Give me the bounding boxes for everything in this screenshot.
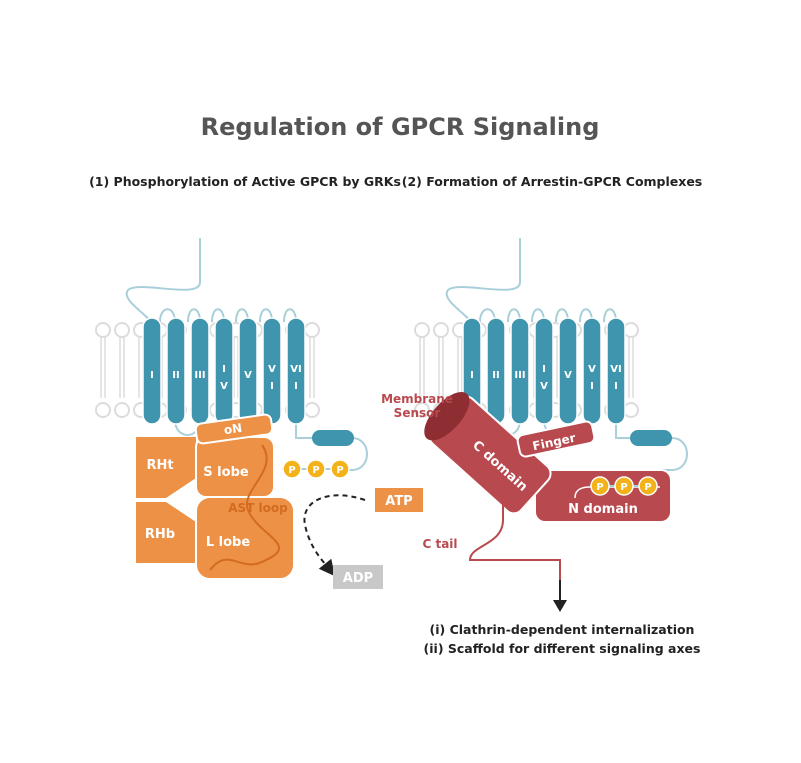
panel2-heading: (2) Formation of Arrestin-GPCR Complexes	[402, 174, 703, 189]
phosphate-3: P	[638, 476, 658, 496]
helix-label: II	[492, 370, 499, 381]
svg-text:P: P	[620, 482, 627, 493]
outcome-2: (ii) Scaffold for different signaling ax…	[424, 641, 701, 656]
lipid	[304, 322, 320, 418]
grk-kinase: RHt RHb oN S lobe L lobe AST loop	[136, 413, 295, 580]
helix-3: III	[190, 317, 210, 425]
membrane-sensor-label-line1: Membrane	[381, 392, 453, 406]
finger-loop	[516, 420, 596, 458]
helix-4: IV	[214, 317, 234, 425]
ast-loop	[209, 444, 281, 571]
rht-label: RHt	[146, 458, 173, 473]
c-tail-label: C tail	[422, 537, 457, 551]
helix-label: I	[222, 364, 226, 375]
helix-label: V	[588, 364, 596, 375]
helix-label: I	[590, 381, 594, 392]
rhb-domain	[136, 502, 196, 563]
helix-8	[630, 430, 672, 446]
arrestin: C domain Finger N domain Membrane Sensor…	[381, 392, 672, 580]
helix-label: I	[614, 381, 618, 392]
svg-text:P: P	[596, 482, 603, 493]
helix-label: V	[268, 364, 276, 375]
helix-1: I	[142, 317, 162, 425]
helix-label: V	[244, 370, 252, 381]
helix-label: V	[540, 381, 548, 392]
on-label: oN	[223, 421, 243, 437]
helix-7: VI I	[286, 317, 306, 425]
rhb-label: RHb	[145, 527, 175, 542]
svg-text:P: P	[312, 465, 319, 476]
svg-text:P: P	[644, 482, 651, 493]
helix-5: V	[238, 317, 258, 425]
l-lobe-label: L lobe	[206, 535, 251, 550]
helix-3: III	[510, 317, 530, 425]
helix-2: II	[486, 317, 506, 425]
phosphate-2: P	[306, 459, 326, 479]
helix-7: VI I	[606, 317, 626, 425]
svg-text:P: P	[336, 465, 343, 476]
helix-label: II	[172, 370, 179, 381]
diagram-title: Regulation of GPCR Signaling	[201, 113, 600, 141]
helix-6: VI	[582, 317, 602, 425]
helix-label: VI	[610, 364, 621, 375]
lipid	[114, 322, 130, 418]
helix-label: I	[470, 370, 474, 381]
helix-label: I	[542, 364, 546, 375]
n-domain-label: N domain	[568, 502, 638, 517]
outcome-arrow	[553, 580, 567, 612]
c-tail-line	[468, 498, 561, 580]
panel1-heading: (1) Phosphorylation of Active GPCR by GR…	[89, 174, 401, 189]
atp-box	[375, 488, 423, 512]
membrane-sensor-label-line2: Sensor	[394, 406, 441, 420]
phosphate-1: P	[590, 476, 610, 496]
helix-label: V	[220, 381, 228, 392]
helix-label: I	[294, 381, 298, 392]
helix-4: IV	[534, 317, 554, 425]
svg-text:P: P	[288, 465, 295, 476]
helix-label: I	[150, 370, 154, 381]
on-segment	[194, 413, 274, 445]
phosphate-3: P	[330, 459, 350, 479]
helix-label: V	[564, 370, 572, 381]
helix-5: V	[558, 317, 578, 425]
s-lobe-label: S lobe	[203, 465, 249, 480]
lipid	[414, 322, 430, 418]
adp-label: ADP	[343, 571, 373, 586]
helix-label: III	[514, 370, 525, 381]
outcome-1: (i) Clathrin-dependent internalization	[430, 622, 695, 637]
helix-6: VI	[262, 317, 282, 425]
phosphate-1: P	[282, 459, 302, 479]
lipid	[623, 322, 639, 418]
helix-label: I	[270, 381, 274, 392]
atp-to-adp-arrow	[303, 494, 366, 577]
phosphate-2: P	[614, 476, 634, 496]
helix-label: VI	[290, 364, 301, 375]
adp-box	[333, 565, 383, 589]
helix-8	[312, 430, 354, 446]
helix-2: II	[166, 317, 186, 425]
ast-loop-label: AST loop	[228, 501, 288, 515]
helix-label: III	[194, 370, 205, 381]
atp-label: ATP	[385, 494, 412, 509]
membrane-sensor	[424, 392, 470, 441]
rht-domain	[136, 437, 196, 498]
lipid	[95, 322, 111, 418]
